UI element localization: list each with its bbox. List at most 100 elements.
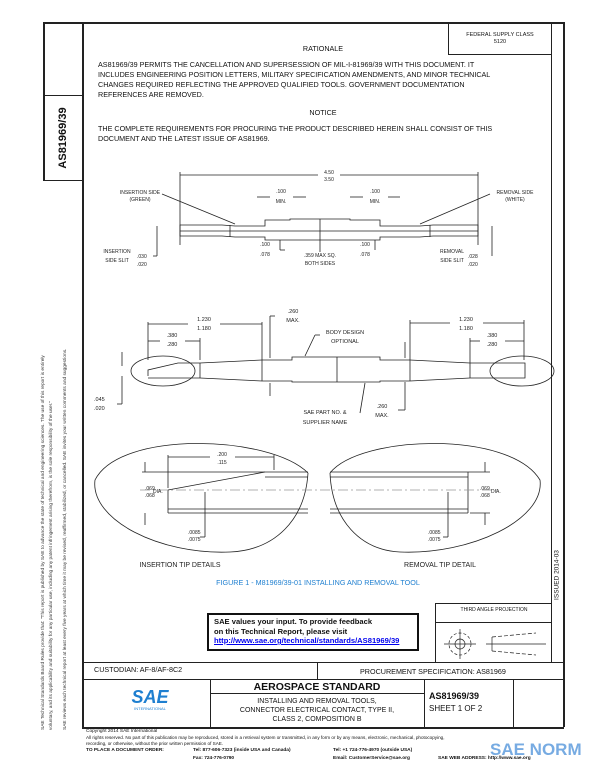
- notice-line: THE COMPLETE REQUIREMENTS FOR PROCURING …: [98, 124, 493, 133]
- dim-sq-1: .359 MAX SQ.: [304, 253, 336, 259]
- dim-overall-lower: 3.50: [324, 177, 334, 183]
- feedback-link[interactable]: http://www.sae.org/technical/standards/A…: [214, 636, 400, 645]
- slit-upper: .045: [94, 397, 105, 403]
- fsc-line2: 5120: [493, 39, 507, 45]
- sae-logo-sub: INTERNATIONAL: [134, 706, 166, 711]
- dim-overall-upper: 4.50: [324, 170, 334, 176]
- rationale-line: INCLUDES ENGINEERING POSITION LETTERS, M…: [98, 70, 491, 79]
- procurement-spec: PROCUREMENT SPECIFICATION: AS81969: [360, 667, 506, 676]
- max-bottom: .260: [377, 404, 388, 410]
- rationale-heading: RATIONALE: [302, 44, 344, 53]
- copyright: Copyright 2014 SAE International: [86, 729, 158, 734]
- dia-left-lower: .068: [145, 493, 155, 499]
- right-long-upper: 1.230: [459, 317, 473, 323]
- wall-left-upper: .0085: [188, 530, 201, 536]
- label-insertion-color: (GREEN): [129, 197, 150, 203]
- dia-left-label: DIA.: [153, 489, 163, 495]
- rationale-line: AS81969/39 PERMITS THE CANCELLATION AND …: [98, 60, 475, 69]
- issued-date: ISSUED 2014-03: [553, 550, 561, 600]
- dim-min-left: .100: [276, 189, 286, 195]
- left-short-upper: .380: [167, 333, 178, 339]
- notice-line: DOCUMENT AND THE LATEST ISSUE OF AS81969…: [98, 134, 270, 143]
- feedback-line: on this Technical Report, please visit: [214, 626, 348, 636]
- watermark: SAE NORM: [490, 740, 582, 759]
- ins-slit-2: SIDE SLIT: [105, 258, 129, 264]
- left-long-lower: 1.180: [197, 326, 211, 332]
- frame-top: [43, 22, 564, 24]
- rem-slit-upper: .028: [468, 254, 478, 260]
- tool-side-view: 1.230 1.180 .380 .280 1.230 1.180 .380 .…: [94, 309, 555, 426]
- third-angle-projection-icon: [444, 629, 546, 659]
- fsc-box-bottom: [448, 54, 552, 55]
- title-doc-number: AS81969/39: [429, 691, 480, 701]
- issued-divider: [551, 22, 552, 662]
- label-removal-side: REMOVAL SIDE: [497, 190, 535, 196]
- web-address: SAE WEB ADDRESS: http://www.sae.org: [438, 756, 531, 761]
- dim-dia-left-upper: .100: [260, 242, 270, 248]
- len-upper: .200: [217, 452, 227, 458]
- figure-drawing: 4.50 3.50 INSERTION SIDE (GREEN) REMOVAL…: [94, 170, 555, 569]
- fsc-line1: FEDERAL SUPPLY CLASS: [466, 32, 534, 38]
- dia-right-label: DIA.: [491, 489, 501, 495]
- dim-dia-right-lower: .078: [360, 252, 370, 258]
- max-top-label: MAX.: [286, 318, 300, 324]
- insertion-caption: INSERTION TIP DETAILS: [139, 562, 221, 569]
- max-bottom-label: MAX.: [375, 413, 389, 419]
- tool-overview: 4.50 3.50 INSERTION SIDE (GREEN) REMOVAL…: [103, 170, 534, 268]
- part-1: SAE PART NO. &: [303, 410, 346, 416]
- wall-left-lower: .0075: [188, 537, 201, 543]
- sae-logo-text: SAE: [131, 687, 169, 707]
- rem-slit-1: REMOVAL: [440, 249, 464, 255]
- feedback-line: SAE values your input. To provide feedba…: [214, 617, 373, 626]
- rationale-line: CHANGES REQUIRED REFLECTING THE APPROVED…: [98, 80, 465, 89]
- figure-caption: FIGURE 1 - M81969/39-01 INSTALLING AND R…: [216, 578, 420, 587]
- label-insertion-side: INSERTION SIDE: [120, 190, 161, 196]
- wall-right-upper: .0085: [428, 530, 441, 536]
- order-label: TO PLACE A DOCUMENT ORDER:: [86, 748, 164, 753]
- max-top: .260: [288, 309, 299, 315]
- rationale-line: REFERENCES ARE REMOVED.: [98, 90, 204, 99]
- ins-slit-lower: .020: [137, 262, 147, 268]
- body-2: OPTIONAL: [331, 339, 359, 345]
- ins-slit-upper: .030: [137, 254, 147, 260]
- email: Email: CustomerService@sae.org: [333, 756, 410, 761]
- tel-intl: Tel: +1 724-776-4970 (outside USA): [333, 748, 413, 753]
- doc-title-line: CONNECTOR ELECTRICAL CONTACT, TYPE II,: [239, 707, 395, 714]
- dim-dia-left-lower: .078: [260, 252, 270, 258]
- left-long-upper: 1.230: [197, 317, 211, 323]
- projection-label: THIRD ANGLE PROJECTION: [460, 607, 528, 613]
- frame-right: [563, 22, 565, 727]
- fax: Fax: 724-776-0790: [193, 756, 235, 761]
- len-lower: .115: [217, 460, 227, 466]
- part-2: SUPPLIER NAME: [303, 420, 348, 426]
- rights-line: All rights reserved. No part of this pub…: [86, 735, 445, 740]
- sae-logo: SAE INTERNATIONAL: [120, 688, 180, 712]
- side-box-divider: [43, 95, 83, 96]
- dia-left-upper: .069: [145, 486, 155, 492]
- doc-title-line: INSTALLING AND REMOVAL TOOLS,: [257, 698, 377, 705]
- dia-right-lower: .068: [480, 493, 490, 499]
- sheet-number: SHEET 1 OF 2: [429, 704, 483, 713]
- rem-slit-lower: .020: [468, 262, 478, 268]
- dim-dia-right-upper: .100: [360, 242, 370, 248]
- ins-slit-1: INSERTION: [103, 249, 131, 255]
- doc-title-line: CLASS 2, COMPOSITION B: [272, 716, 362, 723]
- dim-sq-2: BOTH SIDES: [305, 261, 336, 267]
- projection-box: THIRD ANGLE PROJECTION: [435, 603, 552, 663]
- frame-left: [82, 22, 84, 727]
- fsc-box-left: [448, 22, 449, 54]
- removal-caption: REMOVAL TIP DETAIL: [404, 562, 476, 569]
- right-long-lower: 1.180: [459, 326, 473, 332]
- aerospace-standard: AEROSPACE STANDARD: [253, 681, 381, 693]
- custodian: CUSTODIAN: AF-8/AF-8C2: [94, 665, 183, 674]
- rem-slit-2: SIDE SLIT: [440, 258, 464, 264]
- right-short-upper: .380: [487, 333, 498, 339]
- tel-us: Tel: 877-606-7323 (inside USA and Canada…: [193, 748, 291, 753]
- label-removal-color: (WHITE): [505, 197, 525, 203]
- wall-right-lower: .0075: [428, 537, 441, 543]
- dim-min-right: .100: [370, 189, 380, 195]
- frame-left-outer: [43, 22, 45, 180]
- dim-min-left-label: MIN.: [276, 199, 287, 205]
- rights-line: recording, or otherwise, without the pri…: [86, 741, 224, 746]
- right-short-lower: .280: [487, 342, 498, 348]
